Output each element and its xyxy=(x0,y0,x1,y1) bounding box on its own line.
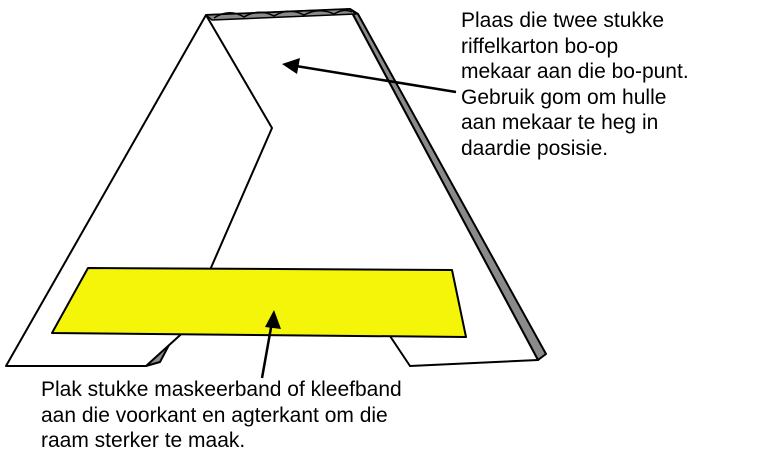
top-callout-arrowhead xyxy=(282,58,300,74)
masking-tape-strip xyxy=(51,267,467,338)
bottom-callout-text: Plak stukke maskeerband of kleefband aan… xyxy=(41,378,402,452)
bottom-callout-arrowhead xyxy=(265,310,281,329)
top-callout-text: Plaas die twee stukke riffelkarton bo-op… xyxy=(461,9,689,160)
bottom-callout-arrow-line xyxy=(260,321,274,379)
top-callout-arrow-line xyxy=(295,64,457,94)
corrugation-waves xyxy=(213,9,353,19)
panel-fold-line xyxy=(205,14,273,271)
